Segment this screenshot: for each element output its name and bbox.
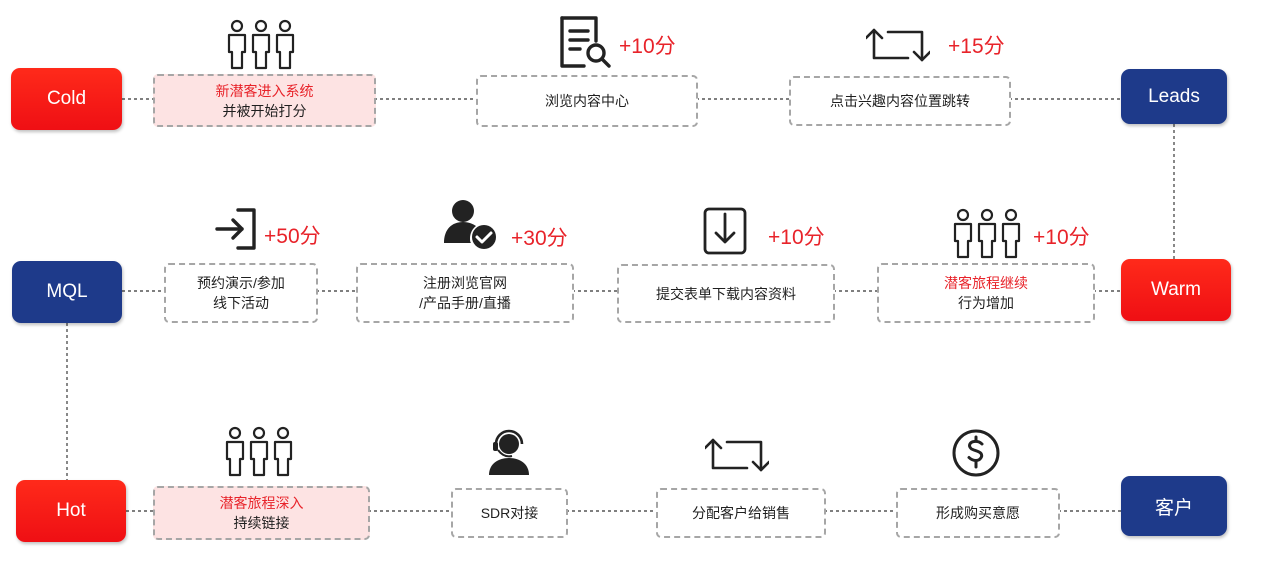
score-reserve: +50分 [264,225,321,248]
step-journey-deepen-line1: 潜客旅程深入 [219,495,304,511]
group-people-icon [953,208,1021,259]
step-journey-deepen-line2: 持续链接 [233,515,290,531]
step-register-line2: /产品手册/直播 [419,295,511,311]
step-purchase-intent-label: 形成购买意愿 [936,505,1020,521]
dollar-circle-icon [952,429,1000,477]
stage-warm: Warm [1121,259,1231,321]
document-search-icon [560,16,611,68]
stage-cold: Cold [11,68,122,130]
download-icon [703,207,747,255]
step-new-lead-line1: 新潜客进入系统 [215,82,314,99]
score-click-jump: +15分 [948,35,1005,58]
step-click-jump-label: 点击兴趣内容位置跳转 [830,93,970,109]
step-journey-continue-line2: 行为增加 [958,295,1014,311]
headset-agent-icon [489,429,529,475]
stage-mql: MQL [12,261,122,323]
score-register: +30分 [511,227,568,250]
step-submit-form: 提交表单下载内容资料 [617,264,835,323]
stage-hot: Hot [16,480,126,542]
step-journey-deepen: 潜客旅程深入 持续链接 [153,486,370,540]
step-reserve-line2: 线下活动 [213,295,269,311]
step-assign-sales: 分配客户给销售 [656,488,826,538]
score-journey-continue: +10分 [1033,226,1090,249]
step-reserve: 预约演示/参加 线下活动 [164,263,318,323]
step-purchase-intent: 形成购买意愿 [896,488,1060,538]
step-new-lead-line2: 并被开始打分 [222,102,307,119]
login-icon [215,208,256,250]
step-browse-content-label: 浏览内容中心 [545,93,629,109]
step-journey-continue-line1: 潜客旅程继续 [944,275,1028,291]
step-new-lead: 新潜客进入系统 并被开始打分 [153,74,376,127]
group-people-icon [225,426,293,477]
score-browse-content: +10分 [619,35,676,58]
cycle-arrows-icon [866,28,930,62]
step-sdr-label: SDR对接 [480,505,539,521]
step-register: 注册浏览官网 /产品手册/直播 [356,263,574,323]
stage-leads: Leads [1121,69,1227,124]
user-check-icon [444,200,496,249]
step-register-line1: 注册浏览官网 [423,275,507,291]
step-journey-continue: 潜客旅程继续 行为增加 [877,263,1095,323]
cycle-arrows-icon [705,438,769,472]
step-click-jump: 点击兴趣内容位置跳转 [789,76,1011,126]
score-submit-form: +10分 [768,226,825,249]
group-people-icon [227,19,295,70]
step-assign-sales-label: 分配客户给销售 [692,505,790,521]
step-submit-form-label: 提交表单下载内容资料 [656,285,796,302]
step-browse-content: 浏览内容中心 [476,75,698,127]
step-sdr: SDR对接 [451,488,568,538]
step-reserve-line1: 预约演示/参加 [197,275,285,291]
stage-customer: 客户 [1121,476,1227,536]
